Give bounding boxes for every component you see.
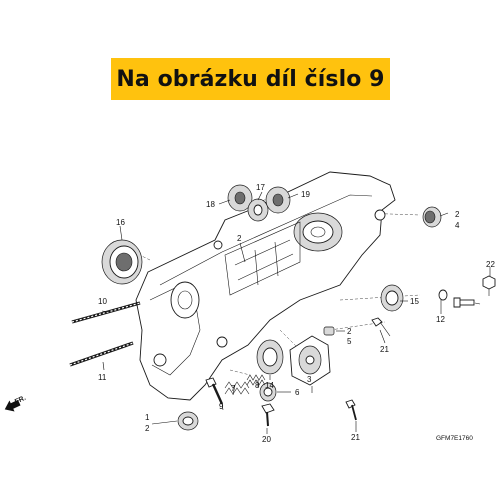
- spring-7: [224, 381, 250, 395]
- callout-14: 18: [206, 200, 215, 209]
- diagram-code: GFM7E1760: [436, 435, 473, 442]
- callout-12: 16: [116, 218, 125, 227]
- callout-5: 5: [347, 337, 352, 346]
- callout-4: 4: [455, 221, 460, 230]
- title-banner: Na obrázku díl číslo 9: [111, 58, 390, 100]
- callout-9: 9: [219, 402, 224, 411]
- callout-10-upper: 10: [98, 297, 107, 306]
- cover-plate-3: [289, 335, 331, 386]
- front-direction-indicator: FR.: [4, 395, 27, 412]
- front-arrow-icon: [4, 399, 21, 412]
- callout-20: 21: [380, 345, 389, 354]
- stud-bolt-upper-10: [71, 301, 141, 324]
- oil-seal-16: [256, 339, 284, 375]
- callout-2-dowel: 2: [347, 327, 352, 336]
- bushing-2-4: [422, 206, 442, 228]
- callout-7: 7: [231, 384, 236, 393]
- callout-2-main: 2: [237, 234, 242, 243]
- cap-6: [259, 382, 277, 402]
- bearing-set-13-14-15: [227, 184, 291, 222]
- callout-2-collar: 2: [145, 424, 150, 433]
- callout-15: 19: [301, 190, 310, 199]
- collar-1-2: [177, 411, 199, 431]
- bolt-18: [261, 403, 275, 427]
- oil-seal-17: [380, 284, 404, 312]
- bolt-22: [453, 297, 475, 308]
- spring-8: [246, 374, 266, 386]
- bolt-9: [205, 377, 224, 405]
- washer-11: [438, 289, 448, 301]
- bolt-20: [371, 317, 391, 337]
- callout-8: 8: [255, 381, 260, 390]
- callout-16: 14: [265, 381, 274, 390]
- callout-13: 17: [256, 183, 265, 192]
- bolt-19: [345, 399, 357, 421]
- front-label: FR.: [14, 395, 27, 406]
- callout-19: 21: [351, 433, 360, 442]
- callout-18: 20: [262, 435, 271, 444]
- callout-labels: 16 2 18 17 19 2 4 15 22 12 2 5 21 10 11 …: [98, 183, 495, 444]
- dowel-pin-2-5: [323, 326, 335, 336]
- callout-6: 6: [295, 388, 300, 397]
- stud-bolt-lower-10: [69, 341, 134, 367]
- bolt-21: [482, 275, 496, 296]
- banner-title: Na obrázku díl číslo 9: [116, 66, 385, 92]
- callout-21: 22: [486, 260, 495, 269]
- callout-2-bushing: 2: [455, 210, 460, 219]
- callout-3: 3: [307, 375, 312, 384]
- callout-17: 15: [410, 297, 419, 306]
- leader-lines: [101, 191, 491, 434]
- callout-11: 12: [436, 315, 445, 324]
- bearing-12: [101, 239, 143, 285]
- callout-1: 1: [145, 413, 150, 422]
- left-crankcase: [135, 171, 396, 401]
- callout-10-lower: 11: [98, 373, 107, 382]
